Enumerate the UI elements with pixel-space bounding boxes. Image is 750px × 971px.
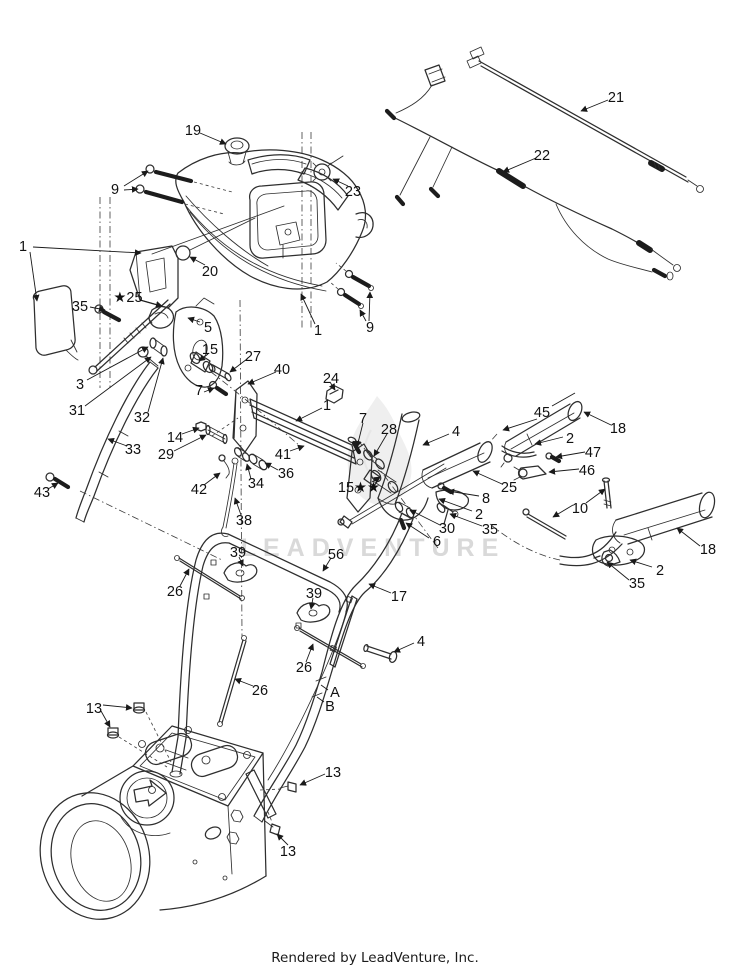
part-callout-50: 56: [328, 547, 344, 563]
rendered-by-text: Rendered by LeadVenture, Inc.: [271, 950, 479, 966]
part-callout-34: 25: [501, 480, 517, 496]
part-callout-30: 7: [359, 411, 367, 427]
part-callout-61: 13: [280, 844, 296, 860]
part-callout-35: 8: [482, 491, 490, 507]
part-callout-10: 32: [134, 410, 150, 426]
part-callout-27: 1: [314, 323, 322, 339]
part-callout-37: 30: [439, 521, 455, 537]
part-callout-36: 2: [475, 507, 483, 523]
part-callout-18: 14: [167, 430, 183, 446]
part-callout-52: 39: [306, 586, 322, 602]
part-callout-44: 46: [579, 463, 595, 479]
part-callout-41: 18: [610, 421, 626, 437]
callout-leaders: [29, 99, 701, 846]
part-callout-17: 41: [275, 447, 291, 463]
part-callout-59: 13: [86, 701, 102, 717]
part-callout-9: 31: [69, 403, 85, 419]
part-callout-0: 19: [185, 123, 201, 139]
part-callout-49: 17: [391, 589, 407, 605]
part-callout-7: 35: [72, 299, 88, 315]
grip-18b-art: [522, 477, 716, 567]
part-callout-28: 21: [608, 90, 624, 106]
part-callout-47: 2: [656, 563, 664, 579]
part-callout-42: 2: [566, 431, 574, 447]
part-callout-55: 26: [296, 660, 312, 676]
part-callout-4: 20: [202, 264, 218, 280]
part-callout-43: 47: [585, 445, 601, 461]
part-callout-60: 13: [325, 765, 341, 781]
part-callout-46: 18: [700, 542, 716, 558]
part-callout-51: 39: [230, 545, 246, 561]
part-callout-29: 22: [534, 148, 550, 164]
part-callout-24: 42: [191, 482, 207, 498]
part-callout-13: 7: [195, 383, 203, 399]
chute-tube-art: [45, 361, 159, 523]
part-callout-14: 40: [274, 362, 290, 378]
console-housing-art: [32, 137, 374, 361]
part-callout-45: 10: [572, 501, 588, 517]
part-callout-16: 1: [323, 398, 331, 414]
part-callout-12: 27: [245, 349, 261, 365]
part-callout-11: 15: [202, 342, 218, 358]
part-callout-15: 24: [323, 371, 339, 387]
auger-housing-art: [39, 702, 297, 920]
part-callout-48: 35: [629, 576, 645, 592]
part-callout-19: 29: [158, 447, 174, 463]
part-callout-54: 26: [252, 683, 268, 699]
handle-frame-art: [163, 512, 414, 823]
part-callout-5: 5: [204, 320, 212, 336]
part-callout-58: B: [325, 699, 335, 715]
part-callout-20: 33: [125, 442, 141, 458]
part-callout-6: ★25: [113, 290, 142, 306]
part-callout-8: 3: [76, 377, 84, 393]
wire-harness-art: [384, 64, 681, 281]
part-callout-56: 4: [417, 634, 425, 650]
part-callout-39: 6: [433, 534, 441, 550]
part-callout-31: 28: [381, 422, 397, 438]
part-callout-1: 9: [111, 182, 119, 198]
part-callout-21: 36: [278, 466, 294, 482]
part-callout-40: 45: [534, 405, 550, 421]
part-callout-25: 38: [236, 513, 252, 529]
part-callout-57: A: [330, 685, 340, 701]
part-callout-22: 34: [248, 476, 264, 492]
part-callout-2: 23: [345, 184, 361, 200]
part-callout-38: 35: [482, 522, 498, 538]
part-callout-32: 4: [452, 424, 460, 440]
part-callout-23: 43: [34, 485, 50, 501]
chute-crank-art: [88, 297, 239, 445]
part-callout-3: 1: [19, 239, 27, 255]
chute-cable-art: [466, 46, 704, 193]
part-callout-26: 9: [366, 320, 374, 336]
watermark-text: LEADVENTURE: [241, 534, 506, 562]
part-callout-33: 15★★: [338, 480, 380, 496]
part-callout-53: 26: [167, 584, 183, 600]
